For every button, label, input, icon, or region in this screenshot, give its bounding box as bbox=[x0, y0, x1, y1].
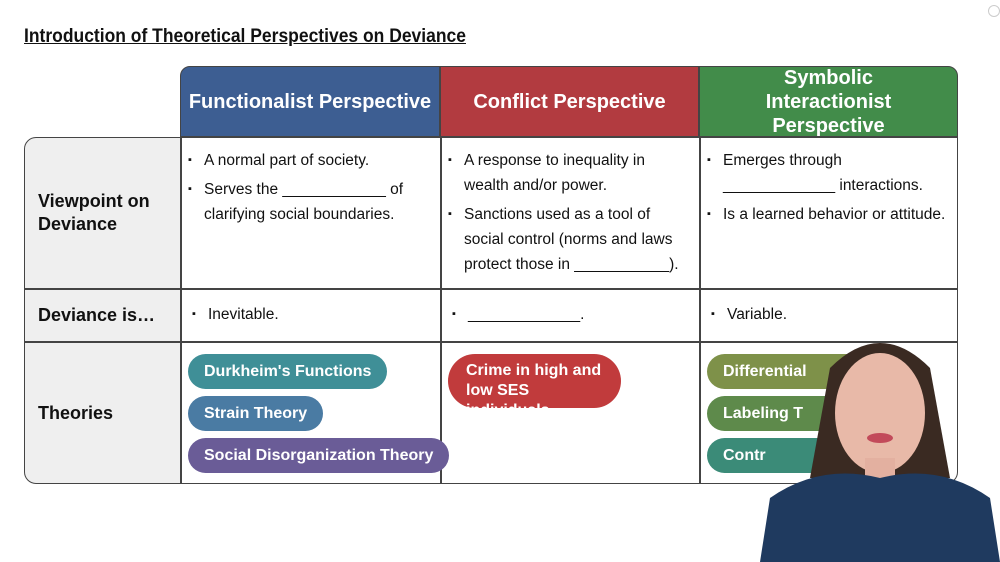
theory-crime-ses: Crime in high and low SES individuals bbox=[448, 354, 621, 419]
bullet: Emerges through _____________ interactio… bbox=[707, 148, 952, 198]
bullet: Variable. bbox=[711, 302, 787, 327]
viewpoint-functionalist: A normal part of society. Serves the ___… bbox=[188, 148, 413, 231]
bullet: Inevitable. bbox=[192, 302, 279, 327]
bullet: Serves the ____________ of clarifying so… bbox=[188, 177, 413, 227]
deviance-conflict: _____________. bbox=[452, 302, 584, 331]
row-label-viewpoint: Viewpoint on Deviance bbox=[38, 191, 150, 234]
divider bbox=[180, 137, 182, 484]
divider bbox=[699, 137, 701, 484]
row-label-deviance-is: Deviance is… bbox=[38, 305, 156, 325]
theory-social-disorganization: Social Disorganization Theory bbox=[188, 438, 450, 473]
row-label-theories: Theories bbox=[38, 403, 114, 423]
viewpoint-conflict: A response to inequality in wealth and/o… bbox=[448, 148, 688, 281]
bullet: _____________. bbox=[452, 302, 584, 327]
divider bbox=[440, 137, 442, 484]
bullet: A response to inequality in wealth and/o… bbox=[448, 148, 688, 198]
theory-strain: Strain Theory bbox=[188, 396, 324, 431]
header-conflict: Conflict Perspective bbox=[440, 66, 699, 137]
bullet: A normal part of society. bbox=[188, 148, 413, 173]
divider bbox=[24, 341, 958, 343]
header-symbolic: Symbolic Interactionist Perspective bbox=[699, 66, 958, 137]
divider bbox=[24, 288, 958, 290]
deviance-functionalist: Inevitable. bbox=[192, 302, 279, 331]
page-title: Introduction of Theoretical Perspectives… bbox=[24, 26, 466, 47]
bullet: Is a learned behavior or attitude. bbox=[707, 202, 952, 227]
deviance-symbolic: Variable. bbox=[711, 302, 787, 331]
bullet: Sanctions used as a tool of social contr… bbox=[448, 202, 688, 277]
header-functionalist: Functionalist Perspective bbox=[180, 66, 440, 137]
viewpoint-symbolic: Emerges through _____________ interactio… bbox=[707, 148, 952, 231]
presenter-video bbox=[760, 343, 1000, 562]
settings-icon[interactable] bbox=[988, 5, 1000, 17]
theory-durkheims-functions: Durkheim's Functions bbox=[188, 354, 388, 389]
